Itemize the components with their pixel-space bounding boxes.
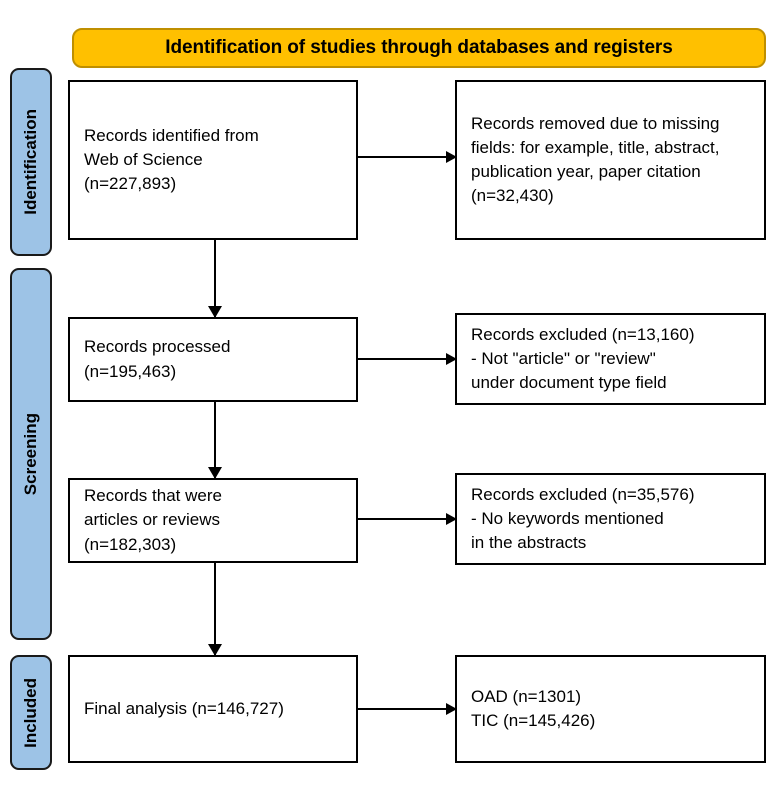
arrow-shaft (214, 563, 216, 656)
arrow-shaft (214, 402, 216, 479)
arrow-shaft (358, 156, 457, 158)
diagram-title: Identification of studies through databa… (165, 37, 673, 58)
box-records-articles-or-reviews: Records that were articles or reviews (n… (68, 478, 358, 563)
stage-label-included-text: Included (21, 677, 40, 748)
arrow-right-icon-processed-to-excluded (358, 352, 457, 366)
arrow-head (446, 151, 457, 163)
arrow-head (208, 467, 222, 479)
arrow-shaft (358, 358, 457, 360)
box-records-excluded-no-keywords: Records excluded (n=35,576) - No keyword… (455, 473, 766, 565)
box-records-excluded-document-type-text: Records excluded (n=13,160) - Not "artic… (471, 324, 695, 393)
stage-label-included: Included (10, 655, 52, 770)
box-final-analysis: Final analysis (n=146,727) (68, 655, 358, 763)
arrow-down-icon-articles-to-final (208, 563, 222, 656)
box-outcome-categories-text: OAD (n=1301) TIC (n=145,426) (471, 686, 596, 730)
arrow-right-icon-final-to-outcome (358, 702, 457, 716)
box-records-identified-text: Records identified from Web of Science (… (84, 125, 259, 194)
arrow-shaft (214, 240, 216, 318)
box-records-excluded-document-type: Records excluded (n=13,160) - Not "artic… (455, 313, 766, 405)
box-outcome-categories: OAD (n=1301) TIC (n=145,426) (455, 655, 766, 763)
arrow-right-icon-identified-to-removed (358, 150, 457, 164)
stage-label-screening-text: Screening (21, 412, 40, 496)
box-records-articles-or-reviews-text: Records that were articles or reviews (n… (84, 486, 222, 554)
arrow-shaft (358, 518, 457, 520)
box-records-identified: Records identified from Web of Science (… (68, 80, 358, 240)
box-records-processed-text: Records processed (n=195,463) (84, 337, 231, 381)
diagram-header-banner: Identification of studies through databa… (72, 28, 766, 68)
stage-label-identification: Identification (10, 68, 52, 256)
arrow-shaft (358, 708, 457, 710)
box-records-removed-text: Records removed due to missing fields: f… (471, 113, 720, 206)
arrow-down-icon-identified-to-processed (208, 240, 222, 318)
arrow-head (208, 644, 222, 656)
arrow-right-icon-articles-to-excluded (358, 512, 457, 526)
arrow-head (208, 306, 222, 318)
box-records-excluded-no-keywords-text: Records excluded (n=35,576) - No keyword… (471, 484, 695, 553)
box-final-analysis-text: Final analysis (n=146,727) (84, 698, 284, 718)
arrow-down-icon-processed-to-articles (208, 402, 222, 479)
arrow-head (446, 513, 457, 525)
stage-label-identification-text: Identification (21, 109, 40, 215)
box-records-removed: Records removed due to missing fields: f… (455, 80, 766, 240)
box-records-processed: Records processed (n=195,463) (68, 317, 358, 402)
arrow-head (446, 703, 457, 715)
arrow-head (446, 353, 457, 365)
stage-label-screening: Screening (10, 268, 52, 640)
